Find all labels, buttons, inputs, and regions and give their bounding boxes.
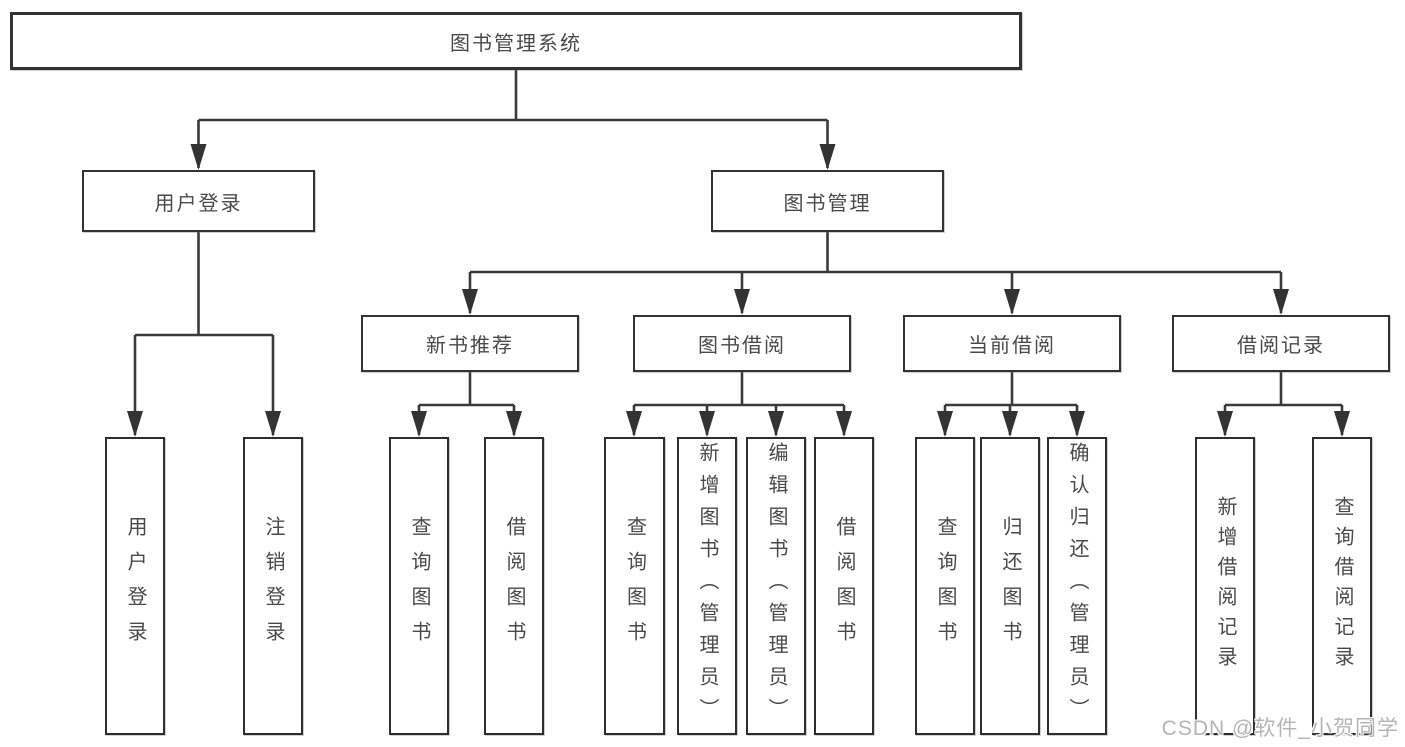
connector-book-borrow-children [626,372,852,437]
node-book-management: 图书管理 [711,170,944,232]
node-library-system: 图书管理系统 [10,12,1022,70]
leaf-borrow-books-2-label: 借阅图书 [833,516,855,656]
leaf-query-books-borrow: 查询图书 [604,437,665,735]
leaf-logout-label: 注销登录 [262,516,284,656]
leaf-add-book-admin: 新增图书（管理员） [677,437,737,735]
leaf-query-books-recommend-label: 查询图书 [408,516,430,656]
leaf-confirm-return-admin: 确认归还（管理员） [1047,437,1107,735]
leaf-query-borrow-record: 查询借阅记录 [1312,437,1372,735]
leaf-add-borrow-record-label: 新增借阅记录 [1214,496,1236,676]
leaf-add-book-admin-label: 新增图书（管理员） [696,442,718,730]
leaf-return-book: 归还图书 [980,437,1040,735]
leaf-query-books-recommend: 查询图书 [389,437,449,735]
connector-user-login-children [127,232,281,437]
leaf-query-books-current-label: 查询图书 [934,516,956,656]
leaf-borrow-books-2: 借阅图书 [814,437,874,735]
node-current-borrow: 当前借阅 [903,315,1121,372]
node-borrow-records: 借阅记录 [1172,315,1390,372]
leaf-logout: 注销登录 [243,437,303,735]
leaf-borrow-books-recommend-label: 借阅图书 [503,516,525,656]
leaf-confirm-return-admin-label: 确认归还（管理员） [1066,442,1088,730]
leaf-add-borrow-record: 新增借阅记录 [1195,437,1255,735]
leaf-user-login-label: 用户登录 [124,516,146,656]
leaf-edit-book-admin-label: 编辑图书（管理员） [765,442,787,730]
connector-current-borrow-children [937,372,1085,437]
connector-borrow-records-children [1217,372,1350,437]
node-book-borrow: 图书借阅 [633,315,851,372]
leaf-borrow-books-recommend: 借阅图书 [484,437,544,735]
leaf-edit-book-admin: 编辑图书（管理员） [746,437,806,735]
connector-book-management-children [462,232,1289,315]
connector-root-to-level2 [190,70,836,170]
connector-new-book-recommend-children [411,372,522,437]
leaf-query-books-borrow-label: 查询图书 [623,516,646,656]
leaf-return-book-label: 归还图书 [999,516,1021,656]
node-user-login: 用户登录 [82,170,315,232]
leaf-query-books-current: 查询图书 [915,437,975,735]
node-new-book-recommend: 新书推荐 [361,315,579,372]
leaf-query-borrow-record-label: 查询借阅记录 [1331,496,1353,676]
leaf-user-login: 用户登录 [105,437,165,735]
csdn-watermark: CSDN @软件_小贺同学 [1161,717,1399,740]
